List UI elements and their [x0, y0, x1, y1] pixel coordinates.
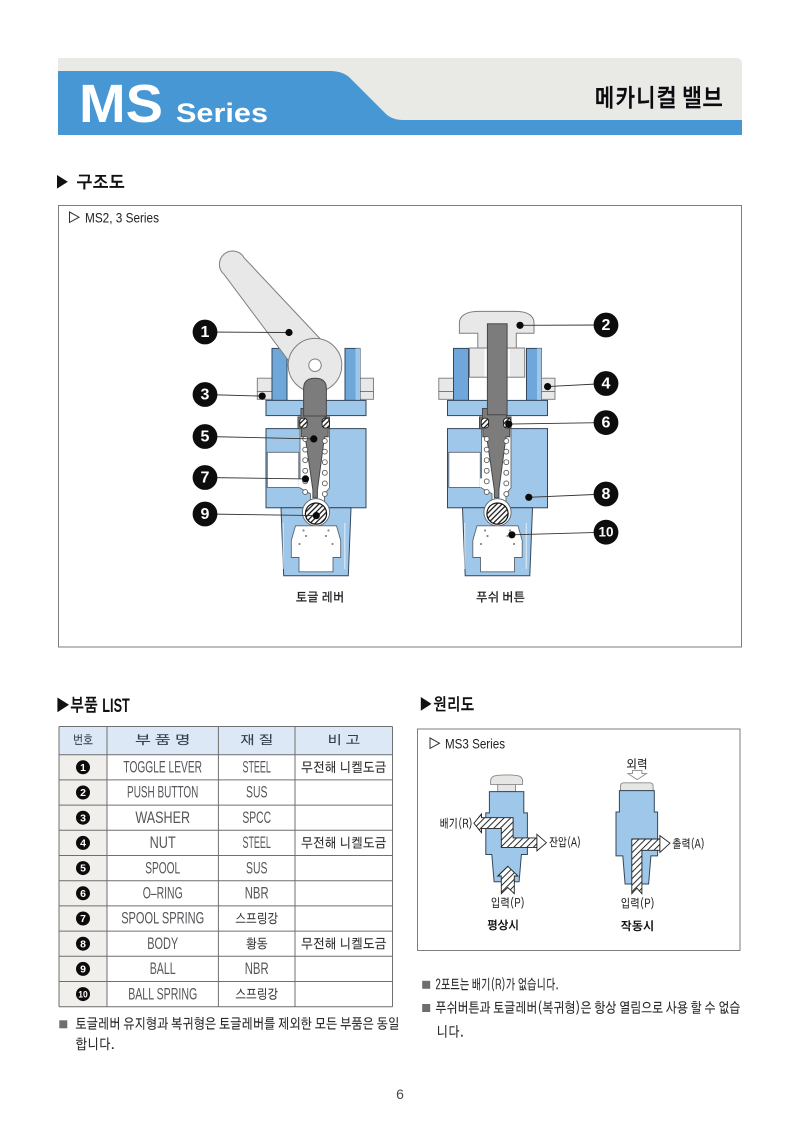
svg-text:MS2, 3 Series: MS2, 3 Series [85, 211, 159, 226]
svg-text:WASHER: WASHER [135, 809, 190, 827]
svg-text:BODY: BODY [147, 935, 178, 953]
svg-text:9: 9 [80, 964, 86, 976]
svg-text:MS: MS [79, 74, 163, 134]
svg-text:NUT: NUT [150, 834, 176, 852]
svg-text:SUS: SUS [246, 859, 268, 877]
svg-text:6: 6 [396, 1086, 404, 1102]
svg-text:6: 6 [80, 888, 86, 900]
svg-text:NBR: NBR [245, 960, 269, 978]
svg-text:2: 2 [602, 317, 611, 334]
svg-text:2: 2 [80, 787, 86, 799]
svg-text:5: 5 [80, 863, 86, 875]
svg-text:9: 9 [201, 506, 210, 523]
svg-text:STEEL: STEEL [242, 834, 271, 852]
svg-text:10: 10 [598, 525, 613, 540]
svg-text:SUS: SUS [246, 784, 268, 802]
svg-text:10: 10 [78, 990, 88, 1000]
svg-text:STEEL: STEEL [242, 759, 271, 777]
svg-text:5: 5 [201, 428, 210, 445]
svg-text:BALL: BALL [150, 960, 176, 978]
svg-text:6: 6 [602, 414, 611, 431]
svg-text:LIST: LIST [102, 695, 130, 717]
svg-text:NBR: NBR [245, 885, 269, 903]
svg-text:3: 3 [80, 812, 86, 824]
svg-text:SPOOL SPRING: SPOOL SPRING [121, 910, 204, 928]
svg-text:4: 4 [602, 375, 611, 392]
svg-text:O–RING: O–RING [143, 885, 183, 903]
svg-text:SPOOL: SPOOL [145, 859, 180, 877]
svg-text:4: 4 [80, 838, 86, 850]
svg-text:7: 7 [80, 913, 86, 925]
svg-text:Series: Series [176, 98, 268, 128]
svg-text:TOGGLE LEVER: TOGGLE LEVER [123, 759, 202, 777]
svg-text:1: 1 [80, 762, 86, 774]
svg-text:SPCC: SPCC [242, 809, 271, 827]
svg-text:3: 3 [201, 386, 210, 403]
svg-text:7: 7 [201, 469, 210, 486]
svg-text:1: 1 [201, 324, 210, 341]
svg-text:8: 8 [602, 486, 611, 503]
svg-text:BALL SPRING: BALL SPRING [128, 985, 197, 1003]
svg-text:MS3 Series: MS3 Series [445, 737, 505, 752]
svg-text:PUSH BUTTON: PUSH BUTTON [127, 784, 198, 802]
svg-text:8: 8 [80, 938, 86, 950]
